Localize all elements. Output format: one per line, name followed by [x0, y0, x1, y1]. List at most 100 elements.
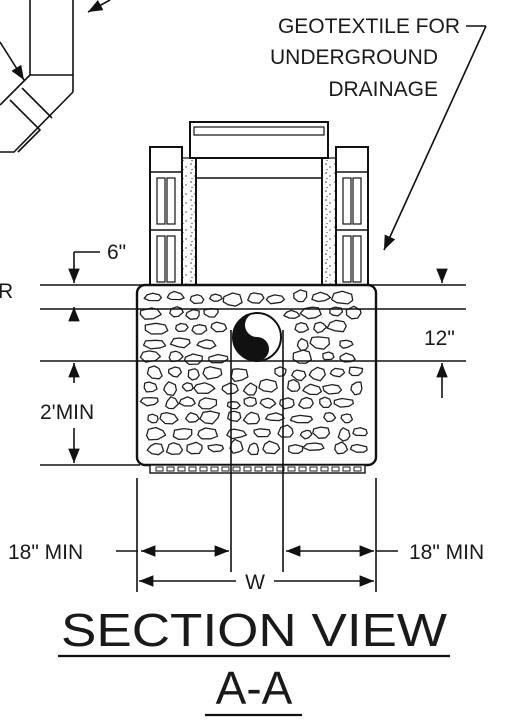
gravel-stone [202, 366, 223, 380]
gravel-stone [139, 396, 159, 407]
gravel-stone [166, 290, 185, 301]
gravel-stone [279, 397, 295, 410]
gravel-stone [146, 365, 163, 380]
section-view-title: SECTION VIEW [61, 604, 448, 656]
gravel-stone [322, 351, 335, 361]
fabric-mark [188, 466, 197, 472]
gravel-stone [299, 306, 322, 320]
gravel-stone [227, 410, 242, 422]
gravel-stone [208, 353, 229, 364]
width-label: W [245, 571, 265, 594]
gravel-stone [339, 339, 354, 349]
gravel-stone [145, 426, 167, 441]
two-ft-min-label: 2'MIN [40, 401, 94, 424]
gravel-stone [172, 427, 193, 441]
gravel-stone [313, 321, 328, 334]
fabric-mark [166, 466, 175, 472]
pipe-elbow-fragment [0, 0, 74, 153]
gravel-stone [293, 289, 308, 303]
geotextile-label-line2: UNDERGROUND [270, 46, 438, 69]
gravel-stone [302, 383, 323, 396]
gravel-stone [340, 413, 354, 424]
gravel-stone [183, 353, 203, 366]
gravel-stone [259, 397, 277, 409]
gravel-stone [146, 442, 165, 456]
gravel-stone [221, 382, 239, 395]
perforated-pipe [232, 312, 282, 362]
gravel-stone [186, 441, 203, 455]
gravel-stone [262, 440, 281, 455]
fabric-mark [331, 466, 340, 472]
gravel-stone [175, 322, 189, 333]
catch-basin-structure [149, 121, 369, 286]
gravel-stone [326, 319, 347, 333]
gravel-stone [165, 442, 184, 456]
gravel-stone [226, 401, 241, 410]
gravel-stone [243, 396, 258, 407]
gravel-stone [283, 309, 301, 319]
gravel-stone [242, 382, 258, 396]
fabric-mark [232, 466, 241, 472]
gravel-stone [294, 322, 310, 333]
gravel-stone [323, 411, 337, 423]
gravel-stone [178, 396, 196, 407]
fabric-mark [342, 466, 351, 472]
gravel-stone [144, 322, 169, 335]
gravel-stone [181, 382, 194, 392]
gravel-stone [309, 336, 331, 350]
fabric-mark [177, 466, 186, 472]
gravel-stone [322, 383, 343, 395]
gravel-stone [196, 339, 217, 350]
fabric-mark [210, 466, 219, 472]
fabric-mark [254, 466, 263, 472]
gravel-stone [184, 412, 200, 423]
gravel-stone [296, 337, 309, 352]
gravel-stone [330, 290, 354, 305]
gravel-stone [230, 368, 249, 383]
gravel-stone [264, 412, 285, 422]
gravel-stone [143, 381, 158, 393]
fabric-mark [265, 466, 274, 472]
gravel-stone [308, 366, 326, 382]
gravel-stone [163, 381, 178, 397]
gravel-stone [287, 378, 301, 392]
leader-arrows-top-left [0, 0, 111, 81]
gravel-stone [337, 427, 351, 442]
fabric-mark [298, 466, 307, 472]
gravel-stone [199, 410, 221, 425]
gravel-stone [197, 397, 218, 410]
gravel-stone [349, 443, 368, 453]
gravel-stone [299, 429, 313, 440]
gravel-stone [291, 369, 307, 382]
eighteen-min-left-label: 18" MIN [8, 541, 83, 564]
gravel-stone [319, 396, 333, 409]
fabric-mark [221, 466, 230, 472]
geotextile-leader-arrow [383, 25, 487, 251]
fabric-mark [155, 466, 164, 472]
fabric-mark [309, 466, 318, 472]
fabric-mark [320, 466, 329, 472]
gravel-stone [207, 443, 225, 453]
gravel-stone [209, 293, 223, 302]
eighteen-min-right-label: 18" MIN [409, 541, 484, 564]
section-id-label: A-A [216, 662, 293, 714]
r-label: R [0, 280, 13, 303]
fabric-mark [287, 466, 296, 472]
gravel-stone [298, 396, 314, 410]
geotextile-label-line1: GEOTEXTILE FOR [278, 15, 460, 38]
gravel-stone [302, 442, 325, 451]
gravel-stone [348, 366, 364, 377]
vertical-extension-lines [136, 330, 377, 592]
geotextile-fabric-strip [149, 464, 366, 474]
gravel-trench [135, 283, 378, 467]
gravel-stone [247, 442, 260, 456]
geotextile-label-line3: DRAINAGE [328, 78, 438, 101]
fabric-mark [353, 466, 362, 472]
gravel-stone [197, 427, 219, 440]
gravel-stone [165, 396, 180, 410]
gravel-stone [187, 368, 200, 381]
six-inch-label: 6" [107, 241, 126, 264]
six-inch-dimension [68, 251, 100, 283]
gravel-stone [258, 378, 278, 393]
